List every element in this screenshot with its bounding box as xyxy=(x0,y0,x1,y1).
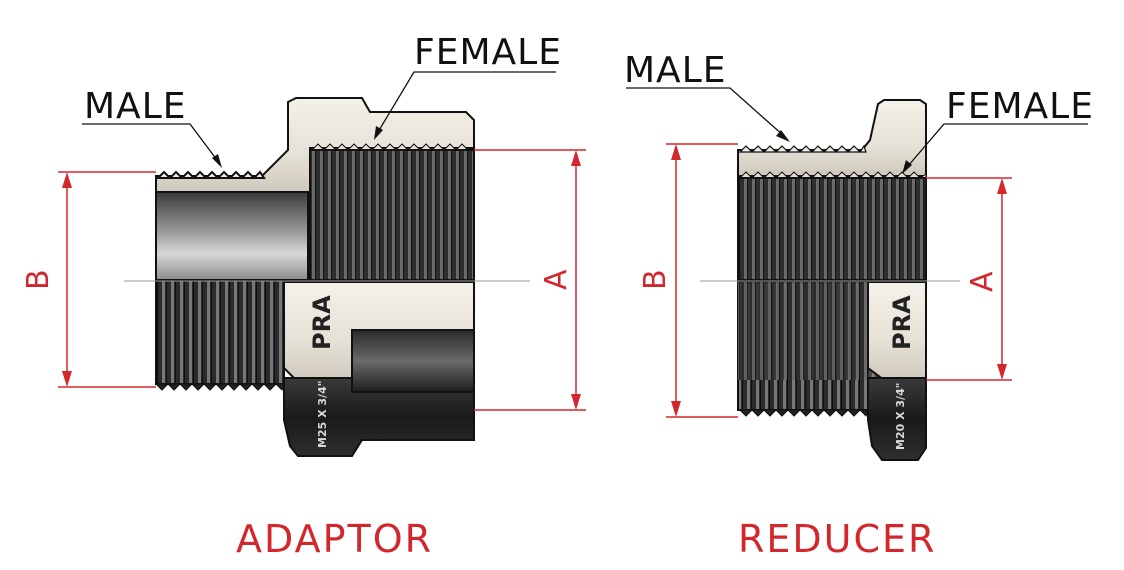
reducer-dimension-a: A xyxy=(926,177,1012,381)
adaptor-dimension-b: B xyxy=(21,171,156,388)
reducer-dim-a-label: A xyxy=(965,271,1000,292)
adaptor-brand-mark: PRA xyxy=(308,295,336,350)
adaptor-female-thread xyxy=(309,149,475,281)
reducer-hex xyxy=(867,377,927,461)
adaptor-female-label: FEMALE xyxy=(414,32,562,73)
reducer-female-callout: FEMALE xyxy=(902,86,1094,174)
adaptor-dim-b-label: B xyxy=(21,269,56,290)
adaptor-male-thread-teeth-lower xyxy=(154,383,285,391)
adaptor-male-label: MALE xyxy=(84,86,187,127)
reducer-male-thread-teeth-lower xyxy=(738,409,869,417)
reducer-male-thread-teeth xyxy=(738,144,867,153)
reducer-female-thread xyxy=(737,177,927,281)
reducer-male-label: MALE xyxy=(624,50,727,91)
adaptor-size-mark: M25 X 3/4" xyxy=(316,381,329,448)
adaptor-male-bore xyxy=(155,191,309,281)
adaptor-dim-a-label: A xyxy=(539,269,574,290)
adaptor-caption: ADAPTOR xyxy=(236,517,433,561)
reducer-fitting: PRA M20 X 3/4" xyxy=(700,99,960,461)
reducer-size-mark: M20 X 3/4" xyxy=(894,383,907,450)
reducer-female-thread-teeth xyxy=(738,171,927,179)
reducer-section-upper xyxy=(737,99,927,177)
reducer-caption: REDUCER xyxy=(738,517,936,561)
adaptor-male-thread xyxy=(155,279,285,385)
reducer-dim-b-label: B xyxy=(638,269,673,290)
reducer-brand-mark: PRA xyxy=(888,295,916,350)
adaptor-male-callout: MALE xyxy=(82,86,222,168)
reducer-male-callout: MALE xyxy=(624,50,790,142)
adaptor-male-thread-teeth xyxy=(155,170,266,180)
adaptor-female-callout: FEMALE xyxy=(374,32,562,140)
adaptor-hex xyxy=(283,377,475,457)
adaptor-inner-bore xyxy=(351,329,475,393)
adaptor-dimension-a: A xyxy=(474,149,586,411)
adaptor-fitting: PRA M25 X 3/4" xyxy=(124,97,530,457)
reducer-female-label: FEMALE xyxy=(946,86,1094,127)
reducer-dimension-b: B xyxy=(638,143,738,418)
